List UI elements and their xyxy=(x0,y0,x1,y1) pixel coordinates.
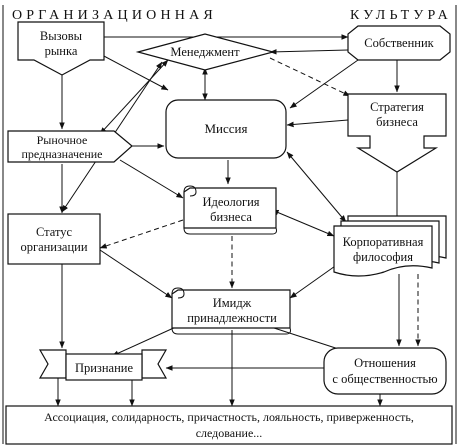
purpose-line1: Рыночное xyxy=(37,133,88,147)
mission-label: Миссия xyxy=(205,121,248,136)
node-status: Статус организации xyxy=(7,213,101,265)
strategy-shape xyxy=(347,93,447,173)
strategy-line1: Стратегия xyxy=(370,100,424,114)
node-owner: Собственник xyxy=(347,25,451,61)
edge-management-strategy-dashed xyxy=(269,57,351,97)
corp-line1: Корпоративная xyxy=(343,235,424,249)
edge-ideology-corp xyxy=(271,209,335,237)
edge-vyzovy-mission xyxy=(101,54,169,91)
owner-label: Собственник xyxy=(364,36,434,50)
recognition-label: Признание xyxy=(75,361,134,375)
vyzovy-line1: Вызовы xyxy=(40,29,83,43)
edge-corp-image xyxy=(289,263,339,299)
edge-mission-corp xyxy=(286,151,347,223)
node-bottom: Ассоциация, солидарность, причастность, … xyxy=(5,405,453,445)
dashed-edges xyxy=(99,57,421,347)
edge-status-image xyxy=(99,249,173,299)
corp-shape-front xyxy=(333,225,433,277)
image-line2: принадлежности xyxy=(187,311,277,325)
recognition-shape xyxy=(65,353,143,381)
bottom-shape xyxy=(5,405,453,445)
image-line1: Имидж xyxy=(213,296,252,310)
vyzovy-shape xyxy=(17,21,105,76)
image-scroll-top xyxy=(171,287,185,299)
node-purpose: Рыночное предназначение xyxy=(7,130,133,163)
image-shape xyxy=(171,289,291,329)
mission-shape xyxy=(165,99,287,159)
node-pr: Отношения с общественностью xyxy=(323,347,447,395)
node-recognition: Признание xyxy=(38,349,168,381)
ideology-scroll-top xyxy=(183,185,197,197)
edge-management-purpose xyxy=(99,59,169,135)
pr-line1: Отношения xyxy=(354,356,416,370)
edge-ideology-status-dashed xyxy=(99,219,184,249)
management-shape xyxy=(135,33,276,71)
node-management: Менеджмент xyxy=(135,33,276,71)
bottom-line1: Ассоциация, солидарность, причастность, … xyxy=(44,410,414,424)
owner-shape xyxy=(347,25,451,61)
management-label: Менеджмент xyxy=(170,45,240,59)
status-line2: организации xyxy=(20,240,87,254)
pr-shape xyxy=(323,347,447,395)
header: ОРГАНИЗАЦИОННАЯ КУЛЬТУРА xyxy=(2,5,457,26)
edge-owner-management xyxy=(269,49,349,55)
edge-image-recognition xyxy=(111,325,179,357)
status-shape xyxy=(7,213,101,265)
status-line1: Статус xyxy=(36,225,73,239)
ideology-line1: Идеология xyxy=(202,195,259,209)
recognition-ribbon-left xyxy=(38,349,67,379)
edge-purpose-ideology xyxy=(119,159,184,199)
node-ideology: Идеология бизнеса xyxy=(183,185,277,235)
vyzovy-line2: рынка xyxy=(45,44,78,58)
ideology-shape xyxy=(183,187,277,229)
purpose-line2: предназначение xyxy=(22,147,103,161)
node-image: Имидж принадлежности xyxy=(171,287,291,335)
pr-line2: с общественностью xyxy=(332,372,437,386)
header-right-label: КУЛЬТУРА xyxy=(350,8,452,23)
node-mission: Миссия xyxy=(165,99,287,159)
header-left-label: ОРГАНИЗАЦИОННАЯ xyxy=(12,8,217,23)
edge-strategy-mission xyxy=(286,119,349,128)
node-vyzovy: Вызовы рынка xyxy=(17,21,105,76)
node-corp: Корпоративная философия xyxy=(333,215,447,277)
ideology-scroll-bottom xyxy=(183,227,277,235)
ideology-line2: бизнеса xyxy=(210,210,252,224)
bottom-line2: следование... xyxy=(196,426,263,440)
strategy-line2: бизнеса xyxy=(376,115,418,129)
recognition-ribbon-right xyxy=(141,349,168,379)
corp-line2: философия xyxy=(353,250,413,264)
node-strategy: Стратегия бизнеса xyxy=(347,93,447,173)
purpose-shape xyxy=(7,130,133,163)
image-scroll-bottom xyxy=(171,327,291,335)
